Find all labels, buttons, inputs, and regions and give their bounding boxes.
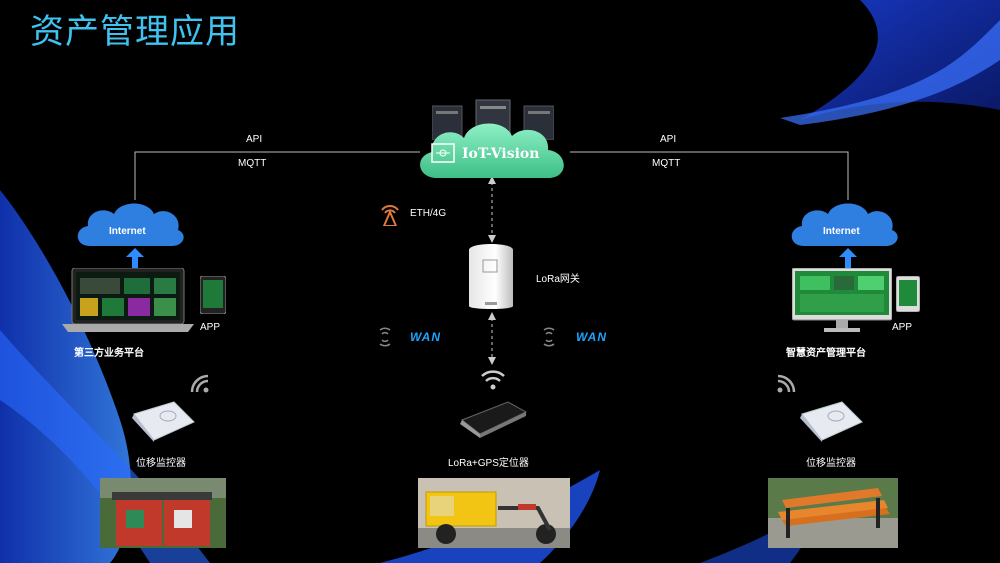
left-platform-label: 第三方业务平台 — [74, 348, 144, 359]
wan-label-right: WAN — [576, 330, 607, 344]
displacement-monitor-icon — [800, 401, 863, 442]
displacement-monitor-icon — [132, 401, 195, 442]
right-platform-label: 智慧资产管理平台 — [786, 348, 866, 359]
internet-label-right: Internet — [823, 226, 860, 237]
signal-icon — [379, 327, 391, 347]
phone-icon — [896, 276, 920, 312]
phone-icon — [200, 276, 226, 314]
up-arrow-icon — [839, 248, 857, 268]
up-arrow-icon — [126, 248, 144, 268]
right-app-label: APP — [892, 322, 913, 333]
left-mqtt-label: MQTT — [238, 158, 267, 169]
antenna-icon — [381, 205, 399, 226]
signal-icon — [543, 327, 555, 347]
park-bench-photo — [768, 478, 898, 548]
cloud-label: IoT-Vision — [462, 146, 540, 162]
left-app-label: APP — [200, 322, 221, 333]
electric-tricycle-photo — [418, 478, 570, 548]
internet-cloud-left — [77, 203, 184, 246]
center-device-label: LoRa+GPS定位器 — [448, 458, 529, 469]
right-api-label: API — [660, 134, 677, 145]
page-title: 资产管理应用 — [30, 12, 240, 52]
left-device-label: 位移监控器 — [136, 458, 186, 469]
monitor-icon — [792, 268, 892, 332]
wifi-icon — [481, 370, 505, 390]
wifi-icon — [777, 374, 796, 393]
left-api-label: API — [246, 134, 263, 145]
internet-label-left: Internet — [109, 226, 146, 237]
right-mqtt-label: MQTT — [652, 158, 681, 169]
wifi-icon — [190, 374, 209, 393]
iot-vision-cloud — [420, 123, 564, 178]
internet-cloud-right — [791, 203, 898, 246]
wan-label-left: WAN — [410, 330, 441, 344]
right-device-label: 位移监控器 — [806, 458, 856, 469]
eth-4g-label: ETH/4G — [410, 208, 447, 219]
lora-gateway-icon — [469, 244, 513, 309]
gateway-label: LoRa网关 — [536, 274, 580, 285]
laptop-icon — [62, 268, 194, 332]
trash-bin-photo — [100, 478, 226, 548]
lora-gps-locator-icon — [460, 401, 528, 438]
